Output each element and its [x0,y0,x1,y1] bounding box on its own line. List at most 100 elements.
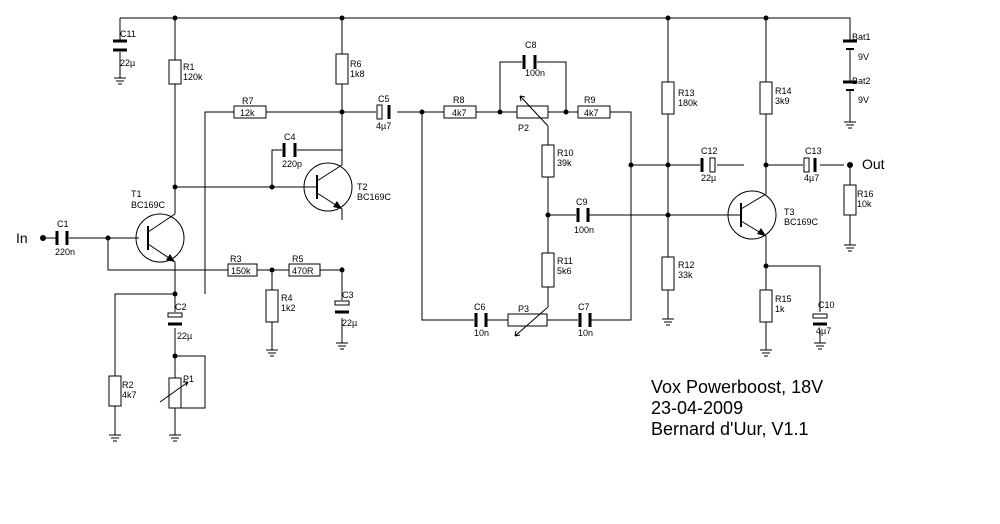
p3-name: P3 [518,304,529,314]
r16-value: 10k [857,199,872,209]
bat2-value: 9V [858,95,869,105]
transistors [135,162,777,263]
c7-name: C7 [578,302,590,312]
c13-value: 4µ7 [804,173,819,183]
r4-value: 1k2 [281,303,296,313]
r9-name: R9 [584,95,596,105]
c5-value: 4µ7 [376,121,391,131]
capacitor-c4 [282,143,297,157]
output-label: Out [862,156,885,172]
capacitor-c2 [167,312,183,326]
r14-name: R14 [775,86,792,96]
c11-value: 22µ [120,58,135,68]
resistor-r15 [759,289,773,323]
r1-name: R1 [183,62,195,72]
transistor-t2 [303,162,353,220]
title-text: Vox Powerboost, 18V [651,377,824,397]
t2-name: T2 [357,182,368,192]
c8-value: 100n [525,68,545,78]
c11-name: C11 [120,29,136,39]
c2-value: 22µ [177,331,192,341]
c13-name: C13 [805,146,822,156]
c9-name: C9 [576,197,588,207]
date-text: 23-04-2009 [651,398,744,418]
capacitor-c5 [376,104,391,120]
capacitor-c9 [576,208,590,222]
capacitor-c6 [474,313,488,327]
input-label: In [16,230,28,246]
r8-value: 4k7 [452,108,467,118]
resistor-r11 [541,252,555,288]
resistor-r8 [443,105,477,119]
p2-name: P2 [518,123,529,133]
potentiometer-p1 [159,377,189,409]
batteries [843,39,857,102]
resistor-r4 [265,289,279,323]
r11-name: R11 [557,256,573,266]
transistor-t3 [727,190,777,240]
junction-dots [40,15,853,359]
r9-value: 4k7 [584,108,599,118]
author-text: Bernard d'Uur, V1.1 [651,419,809,439]
potentiometers [159,95,549,409]
r15-name: R15 [775,294,792,304]
r10-name: R10 [557,148,574,158]
c6-value: 10n [474,328,489,338]
c6-name: C6 [474,302,486,312]
c10-value: 4µ7 [816,326,831,336]
bat1-name: Bat1 [852,32,871,42]
resistor-r5 [288,263,321,277]
r5-name: R5 [292,254,304,264]
r7-value: 12k [240,108,255,118]
capacitor-c7 [578,313,592,327]
r12-name: R12 [678,260,695,270]
r14-value: 3k9 [775,96,790,106]
c3-name: C3 [342,290,354,300]
t2-value: BC169C [357,192,392,202]
resistor-r6 [335,53,349,85]
r10-value: 39k [557,158,572,168]
capacitor-c3 [334,300,350,314]
resistor-r14 [759,81,773,115]
resistor-r10 [541,144,555,178]
c2-name: C2 [175,302,187,312]
c9-value: 100n [574,225,594,235]
component-labels: In Out C11 22µ R1 120k R6 1k8 R7 12k C5 … [16,29,885,400]
p1-name: P1 [183,374,194,384]
c4-name: C4 [284,132,296,142]
t1-name: T1 [131,189,142,199]
r6-value: 1k8 [350,69,365,79]
r13-value: 180k [678,98,698,108]
potentiometer-p2 [516,95,549,127]
r12-value: 33k [678,270,693,280]
t3-value: BC169C [784,217,819,227]
resistor-r7 [233,105,267,119]
resistors [108,53,857,407]
r13-name: R13 [678,88,695,98]
resistor-r13 [661,81,675,115]
capacitor-c10 [812,313,828,326]
c1-value: 220n [55,247,75,257]
bat2-name: Bat2 [852,76,871,86]
r4-name: R4 [281,293,293,303]
title-block: Vox Powerboost, 18V 23-04-2009 Bernard d… [651,377,823,440]
capacitor-c11 [113,39,127,52]
resistor-r2 [108,375,122,407]
capacitor-c13 [803,157,817,173]
t3-name: T3 [784,207,795,217]
resistor-r12 [661,256,675,291]
transistor-t1 [135,213,185,263]
c12-name: C12 [701,146,718,156]
r5-value: 470R [292,266,314,276]
r16-name: R16 [857,189,874,199]
r15-value: 1k [775,304,785,314]
resistor-r9 [577,105,611,119]
r8-name: R8 [453,95,465,105]
capacitor-c12 [700,157,716,173]
c1-name: C1 [57,219,69,229]
c5-name: C5 [378,94,390,104]
r6-name: R6 [350,59,362,69]
r7-name: R7 [242,96,254,106]
r11-value: 5k6 [557,266,572,276]
capacitor-c1 [55,231,69,245]
